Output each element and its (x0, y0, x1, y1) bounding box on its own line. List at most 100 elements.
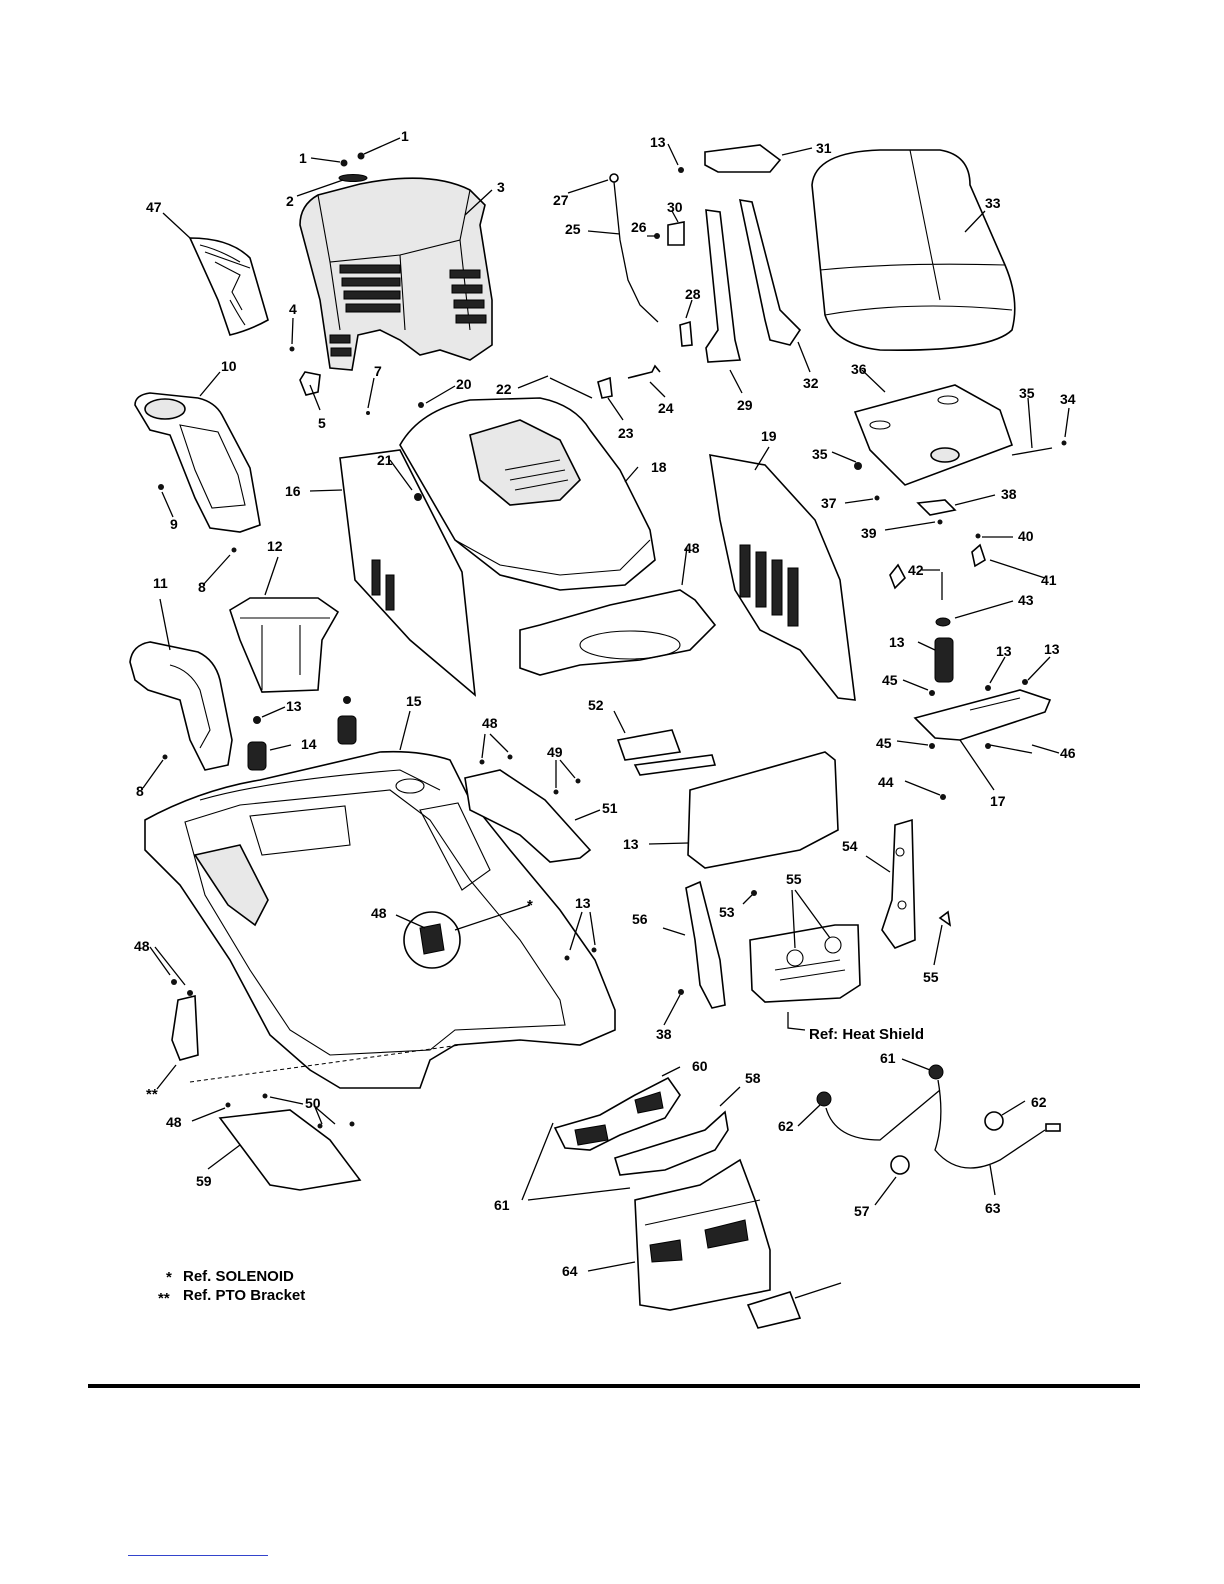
callout-32: 33 (985, 195, 1001, 211)
callout-5: 5 (318, 415, 326, 431)
callout-52: 13 (623, 836, 639, 852)
callout-58: 61 (494, 1197, 510, 1213)
legend-pto: Ref. PTO Bracket (183, 1287, 305, 1304)
callout-12: 12 (267, 538, 283, 554)
control-decal (190, 238, 268, 335)
callout-60: 58 (745, 1070, 761, 1086)
throttle-linkage (550, 366, 660, 398)
solenoid-asterisk-mark: * (527, 897, 533, 914)
right-engine-bracket (882, 820, 950, 948)
callout-36: 35 (1019, 385, 1035, 401)
callout-13a: 13 (286, 698, 302, 714)
callout-57: 63 (985, 1200, 1001, 1216)
callout-47: 47 (146, 199, 162, 215)
callout-49: 51 (602, 800, 618, 816)
screw-8a (232, 548, 237, 553)
dash-console (300, 178, 492, 370)
grille-badge (748, 1292, 800, 1328)
callout-48b: 49 (547, 744, 563, 760)
dash-cap-screws (339, 153, 367, 182)
callout-35b: 37 (821, 495, 837, 511)
callout-8b: 8 (136, 783, 144, 799)
mount-plate (618, 730, 715, 775)
callout-4: 4 (289, 301, 297, 317)
callout-39: 40 (1018, 528, 1034, 544)
callout-1b: 1 (401, 128, 409, 144)
callout-40: 41 (1041, 572, 1057, 588)
front-grille (635, 1160, 770, 1310)
pto-asterisk-mark: ** (146, 1086, 158, 1103)
callout-48e: 50 (305, 1095, 321, 1111)
seat-bracket (678, 145, 780, 173)
hood-side-right (710, 455, 855, 700)
callout-15: 15 (406, 693, 422, 709)
storage-tray (230, 598, 338, 692)
legend-pto-mark: ** (158, 1290, 170, 1307)
callout-13f: 45 (882, 672, 898, 688)
callout-10: 10 (221, 358, 237, 374)
callout-30: 30 (667, 199, 683, 215)
callout-61b: 62 (778, 1118, 794, 1134)
headlight-harness (817, 1065, 1060, 1174)
callout-62a: 62 (1031, 1094, 1047, 1110)
callout-13d: 13 (996, 643, 1012, 659)
callout-3: 3 (497, 179, 505, 195)
callout-13g: 53 (719, 904, 735, 920)
callout-20: 20 (456, 376, 472, 392)
left-engine-bracket (678, 882, 725, 1008)
callout-26: 25 (565, 221, 581, 237)
callout-35a: 34 (1060, 391, 1076, 407)
legend-solenoid-mark: * (166, 1269, 172, 1286)
callout-54: 56 (632, 911, 648, 927)
callout-62b: 57 (854, 1203, 870, 1219)
callout-48c: 13 (575, 895, 591, 911)
footpad-left (220, 1110, 360, 1190)
callout-14: 14 (301, 736, 317, 752)
seat-pan (854, 385, 1067, 588)
callout-18: 18 (651, 459, 667, 475)
callout-51: 52 (588, 697, 604, 713)
callout-13c: 26 (631, 219, 647, 235)
callout-28: 29 (737, 397, 753, 413)
callout-55a: 55 (923, 969, 939, 985)
air-duct (520, 590, 715, 675)
callout-53: 54 (842, 838, 858, 854)
callout-38b: 48 (371, 905, 387, 921)
callout-43: 13 (889, 634, 905, 650)
callout-31: 31 (816, 140, 832, 156)
callout-27: 27 (553, 192, 569, 208)
callout-22: 22 (496, 381, 512, 397)
callout-50: 59 (196, 1173, 212, 1189)
seat-rails (706, 200, 800, 362)
callout-34: 35 (812, 446, 828, 462)
callout-13h: 48 (134, 938, 150, 954)
callout-37: 38 (1001, 486, 1017, 502)
callout-46: 44 (878, 774, 894, 790)
heat-shield-note: Ref: Heat Shield (809, 1026, 924, 1043)
callout-33: 36 (851, 361, 867, 377)
callout-13b: 13 (650, 134, 666, 150)
callout-59: 60 (692, 1058, 708, 1074)
callout-29: 32 (803, 375, 819, 391)
callout-21: 21 (377, 452, 393, 468)
callout-63: 64 (562, 1263, 578, 1279)
callout-16: 16 (285, 483, 301, 499)
callout-11: 11 (153, 575, 168, 591)
callout-55b: 38 (656, 1026, 672, 1042)
callout-41: 42 (908, 562, 924, 578)
callout-48d: 48 (166, 1114, 182, 1130)
seat (812, 150, 1015, 350)
left-upper-fender (135, 393, 260, 532)
heat-panel (688, 752, 838, 896)
callout-19: 48 (684, 540, 700, 556)
callout-45a: 45 (876, 735, 892, 751)
callout-61a: 61 (880, 1050, 896, 1066)
callout-7: 7 (374, 363, 382, 379)
callout-45b: 46 (1060, 745, 1076, 761)
headlight-housing (555, 1078, 680, 1150)
callout-2: 2 (286, 193, 294, 209)
footer-link-underline[interactable] (128, 1555, 268, 1556)
seat-springs (248, 696, 356, 770)
